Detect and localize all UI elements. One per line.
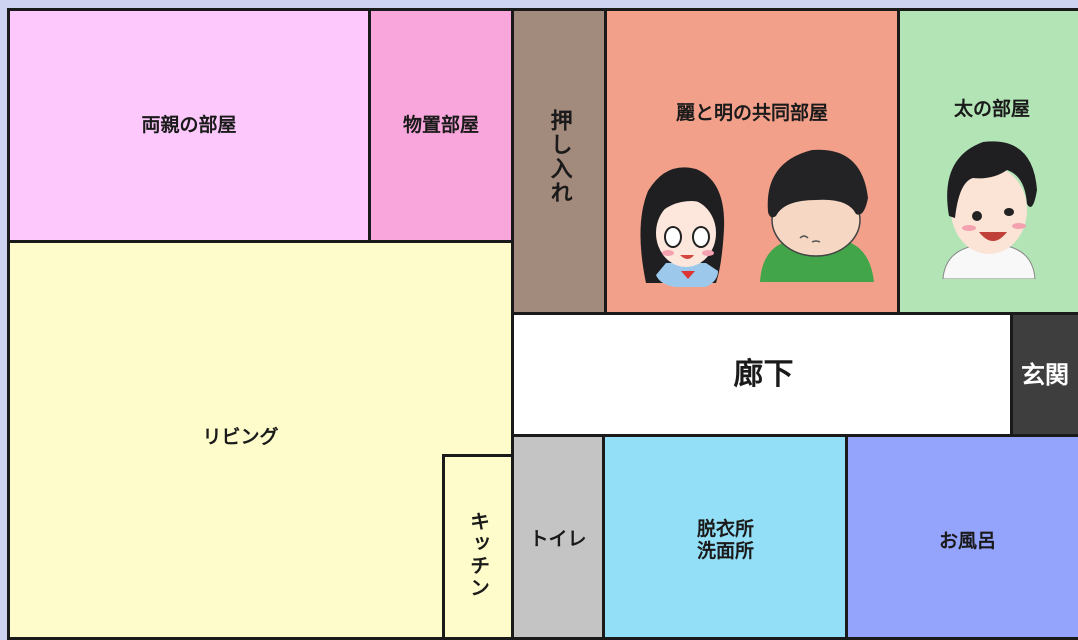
room-label-shared: 麗と明の共同部屋 (675, 102, 828, 124)
character-girl (640, 167, 725, 287)
room-bath: お風呂 (845, 434, 1078, 640)
room-label-hallway: 廊下 (733, 357, 794, 393)
room-label-parents: 両親の部屋 (141, 113, 237, 136)
room-label-closet: 押し入れ (546, 109, 572, 205)
character-smiling-boy (942, 141, 1037, 279)
room-living: リビング (7, 240, 514, 640)
room-storage: 物置部屋 (368, 8, 514, 243)
room-label-bath: お風呂 (938, 530, 996, 552)
room-label-futoshi: 太の部屋 (953, 98, 1030, 120)
room-label-kitchen: キッチン (466, 511, 491, 599)
character-boy-long-bangs (760, 149, 874, 282)
room-dressing: 脱衣所 洗面所 (602, 434, 849, 640)
room-label-toilet: トイレ (529, 528, 587, 550)
room-parents: 両親の部屋 (7, 8, 371, 243)
room-label-dressing: 脱衣所 洗面所 (696, 518, 754, 562)
room-closet: 押し入れ (511, 8, 607, 315)
room-label-living: リビング (202, 426, 279, 448)
room-kitchen: キッチン (442, 454, 514, 640)
room-label-storage: 物置部屋 (402, 113, 479, 136)
room-entrance: 玄関 (1010, 312, 1078, 439)
room-toilet: トイレ (511, 434, 605, 640)
room-label-entrance: 玄関 (1021, 360, 1069, 389)
room-hallway: 廊下 (511, 312, 1016, 439)
